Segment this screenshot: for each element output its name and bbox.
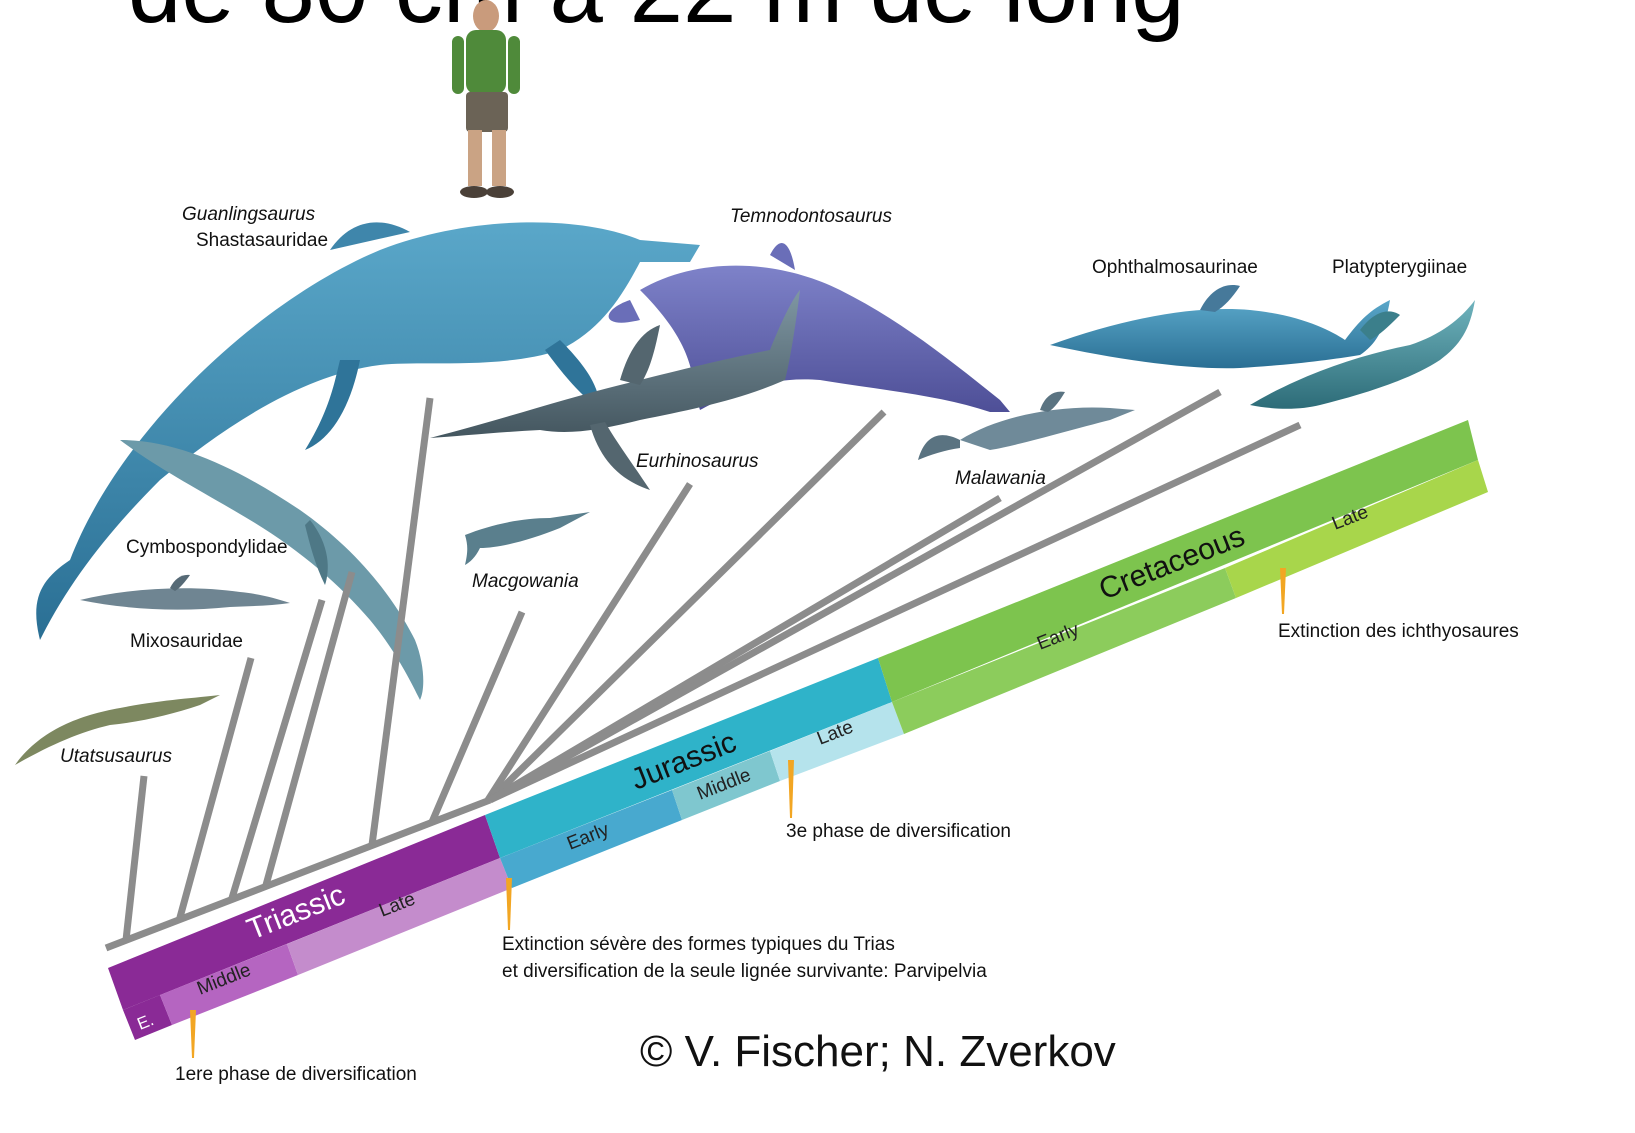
marker-phase1 <box>190 1010 196 1058</box>
mixosaurus-illustration <box>80 575 290 610</box>
taxon-label-mixosauridae: Mixosauridae <box>130 631 243 652</box>
ophthalmosaurinae-illustration <box>1050 285 1390 368</box>
note-phase1: 1ere phase de diversification <box>175 1064 417 1085</box>
taxon-label-shastasauridae: Shastasauridae <box>196 230 328 251</box>
taxon-label-eurhinosaurus: Eurhinosaurus <box>636 451 759 472</box>
marker-extinction-trias <box>506 878 512 930</box>
taxon-label-malawania: Malawania <box>955 468 1046 489</box>
taxon-label-temnodontosaurus: Temnodontosaurus <box>730 206 892 227</box>
taxon-label-ophthalmosaurinae: Ophthalmosaurinae <box>1092 257 1258 278</box>
taxon-label-utatsusaurus: Utatsusaurus <box>60 746 172 767</box>
branches <box>106 392 1300 948</box>
note-extinction-ichthyosaures: Extinction des ichthyosaures <box>1278 621 1519 642</box>
marker-phase3 <box>788 760 794 818</box>
marker-extinction-ichthyosaures <box>1280 568 1286 614</box>
taxon-label-cymbospondylidae: Cymbospondylidae <box>126 537 288 558</box>
branch-cymbospondylidae-2 <box>266 572 352 885</box>
malawania-illustration <box>918 392 1135 460</box>
note-phase3: 3e phase de diversification <box>786 821 1011 842</box>
cymbospondylus-illustration <box>120 440 423 700</box>
taxon-label-macgowania: Macgowania <box>472 571 579 592</box>
copyright-credit: © V. Fischer; N. Zverkov <box>640 1027 1116 1076</box>
branch-utatsusaurus <box>126 776 144 940</box>
page-title: de 80 cm à 22 m de long <box>128 0 1185 43</box>
taxon-label-guanlingsaurus: Guanlingsaurus <box>182 204 316 225</box>
note-extinction-trias-line1: Extinction sévère des formes typiques du… <box>502 934 895 955</box>
note-extinction-trias-line2: et diversification de la seule lignée su… <box>502 961 987 982</box>
macgowania-illustration <box>465 512 590 565</box>
taxon-label-platypterygiinae: Platypterygiinae <box>1332 257 1467 278</box>
